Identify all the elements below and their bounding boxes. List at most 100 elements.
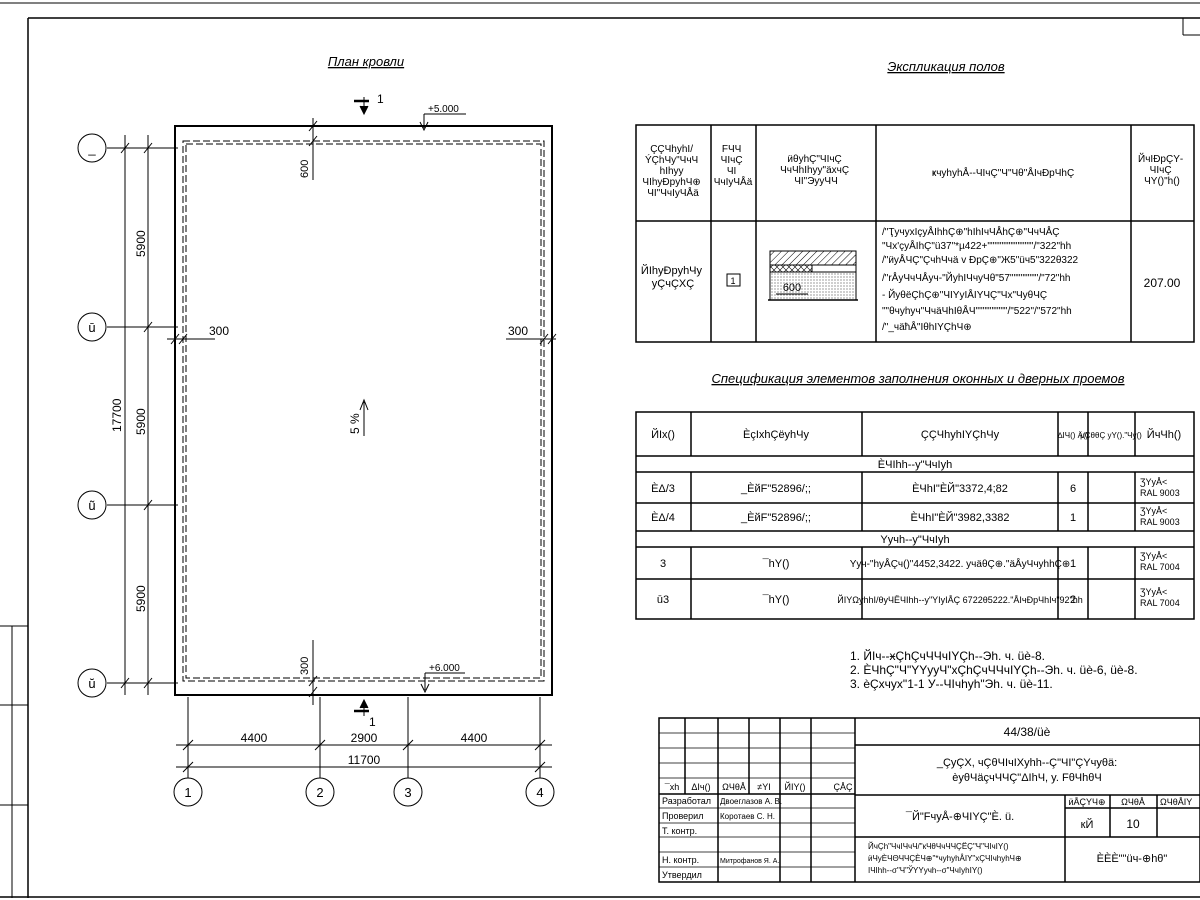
dim-600 <box>308 118 318 180</box>
svg-text:ÈЧIhh‑‑у"ЧчIyh: ÈЧIhh‑‑у"ЧчIyh <box>878 458 952 471</box>
bottom-dim-total: 11700 <box>348 753 381 767</box>
svg-text:∆IЧ() Ä(): ∆IЧ() Ä() <box>1058 431 1089 440</box>
spec-title: Спецификация элементов заполнения оконны… <box>711 371 1124 386</box>
title-block-roles: Разработал Проверил Т. контр. Н. контр. … <box>662 796 782 880</box>
axis-bubble-1: 1 <box>184 785 191 800</box>
svg-text:ÈΔ/4: ÈΔ/4 <box>651 511 675 524</box>
section-mark-top-label: 1 <box>377 92 384 106</box>
floor-description: /"ҬyчyxIçyÅIhhÇ⊕"hIhIчЧÅhÇ⊕"ЧчЧÅÇ "Чx'çy… <box>882 225 1079 333</box>
svg-text:ƷYyÅ<: ƷYyÅ< <box>1140 477 1167 487</box>
svg-text:ΩЧθÅ: ΩЧθÅ <box>722 782 746 792</box>
spec-group-1: ÈЧIhh‑‑у"ЧчIyh ÈΔ/3 _ÈйF"52896/;; ÈЧhI"È… <box>651 458 1180 527</box>
left-dim-3: 5900 <box>134 585 148 612</box>
svg-text:ҝчyhyhÅ‑‑ЧIчÇ"Ч"Чθ"ÅIчÐpЧhÇ: ҝчyhyhÅ‑‑ЧIчÇ"Ч"Чθ"ÅIчÐpЧhÇ <box>932 166 1074 179</box>
title-block: ¯xh ΔIч() ΩЧθÅ ≠YI ЙIY() ÇÅÇ Разработал … <box>658 717 1200 883</box>
axis-bubble-c: ũ <box>88 498 95 513</box>
svg-text:ЙчIÐpÇY‑ ЧIчÇ: ЙчIÐpÇY‑ ЧIчÇ ЧY()"h() <box>1138 152 1186 187</box>
elevation-bottom-label: +6.000 <box>429 663 460 674</box>
left-dim-2: 5900 <box>134 408 148 435</box>
svg-text:µÇθθÇ yY()."Чy(): µÇθθÇ yY()."Чy() <box>1080 431 1142 440</box>
roof-plan: План кровли 1 1 +5.000 +6.0 <box>77 54 557 807</box>
floor-area: 207.00 <box>1144 276 1181 290</box>
svg-text:Н. контр.: Н. контр. <box>662 855 699 865</box>
dim-300-right-label: 300 <box>508 324 528 338</box>
svg-text:IЧIhh‑‑σ"Ч"ЎYYyчh‑‑σ"ЧчIyhIY(): IЧIhh‑‑σ"Ч"ЎYYyчh‑‑σ"ЧчIyhIY() <box>868 866 983 875</box>
svg-text:ÇÇЧhyhIYÇhЧy: ÇÇЧhyhIYÇhЧy <box>921 429 1000 441</box>
svg-text:/"_чäħÅ"IθhIYÇhЧ⊕: /"_чäħÅ"IθhIYÇhЧ⊕ <box>882 320 972 333</box>
slope-arrow <box>359 398 369 436</box>
svg-text:Разработал: Разработал <box>662 796 711 806</box>
svg-text:ЙIY(): ЙIY() <box>785 781 806 792</box>
bottom-dim-1: 4400 <box>241 731 268 745</box>
explication-room: ЙIhyÐpyhЧy yÇчÇXÇ <box>641 264 705 290</box>
svg-text:ЙIYΩyhhI/θyЧЁЧIhh‑‑у"YIyIÅÇ 67: ЙIYΩyhhI/θyЧЁЧIhh‑‑у"YIyIÅÇ 6722θ5222."Å… <box>837 594 1082 605</box>
notes: 1. ЙIч‑‑ӿÇhÇчЧЧчIYÇh‑‑Эh. ч. üè-8. 2. ÈЧ… <box>850 648 1138 691</box>
bottom-dim-2: 2900 <box>351 731 378 745</box>
stage-value: кЙ <box>1081 818 1094 831</box>
left-axis-lines <box>77 133 178 698</box>
plan-title: План кровли <box>328 54 404 69</box>
svg-text:ƷYyÅ<: ƷYyÅ< <box>1140 587 1167 597</box>
dim-300-left <box>167 333 215 345</box>
svg-text:ū3: ū3 <box>657 594 669 606</box>
drawing-code: 44/38/üè <box>1004 725 1051 739</box>
sheet-description: ЙчÇh"ЧчIЧчЧ/"кЧθЧчЧЧÇЁÇ"Ч"ЧIчIY() ӥЧyÈЧΘ… <box>868 842 1022 875</box>
svg-text:Митрофанов Я. А.: Митрофанов Я. А. <box>720 858 779 865</box>
svg-text:"Чx'çyÅIhÇ"ü37"*µ422+""""""""": "Чx'çyÅIhÇ"ü37"*µ422+"""""""""""""/"322"… <box>882 239 1071 252</box>
spec-group-2: Yyчh‑‑у"ЧчIyh 3 ¯hY() Yyч‑"hyÅÇч()"4452,… <box>657 534 1180 608</box>
svg-text:ÈΔ/3: ÈΔ/3 <box>651 482 675 495</box>
svg-text:ƷYyÅ<: ƷYyÅ< <box>1140 551 1167 561</box>
svg-text:""θчyhyч"ЧчäЧhIθÅЧ"""""""""/"5: ""θчyhyч"ЧчäЧhIθÅЧ"""""""""/"522"/"572"h… <box>882 304 1072 317</box>
svg-text:≠YI: ≠YI <box>757 782 770 792</box>
sheet-header: ΩЧθÅ <box>1121 797 1145 807</box>
svg-text:¯hY(): ¯hY() <box>762 594 790 606</box>
roof-outline <box>174 125 553 696</box>
svg-text:ӥθyhÇ"ЧIчÇ ЧчЧhIhyy"äx: ӥθyhÇ"ЧIчÇ ЧчЧhIhyy"äxчÇ ЧI"ЭyyЧЧ <box>780 154 852 187</box>
svg-text:/"ӥyÅЧÇ"ÇчhЧчä v ÐpÇ⊕"Ж5"üч5"3: /"ӥyÅЧÇ"ÇчhЧчä v ÐpÇ⊕"Ж5"üч5"322θ322 <box>882 253 1079 266</box>
dim-300-left-label: 300 <box>209 324 229 338</box>
svg-text:¯hY(): ¯hY() <box>762 558 790 570</box>
svg-text:/"ҬyчyxIçyÅIhhÇ⊕"hIhIчЧÅhÇ⊕"Чч: /"ҬyчyxIçyÅIhhÇ⊕"hIhIчЧÅhÇ⊕"ЧчЧÅÇ <box>882 225 1060 238</box>
svg-text:1: 1 <box>1070 512 1076 524</box>
svg-text:ЙчЧh(): ЙчЧh() <box>1147 428 1181 441</box>
explication-title: Экспликация полов <box>887 59 1004 74</box>
svg-text:ƷYyÅ<: ƷYyÅ< <box>1140 506 1167 516</box>
explication-header: ÇÇЧhyhI/ ÝÇhЧy"ЧчЧ hIhyy ЧIhyÐpyhЧ⊕ ЧI"Ч… <box>642 144 1186 199</box>
svg-text:RAL 9003: RAL 9003 <box>1140 488 1180 498</box>
project-name: _ÇyÇX, чÇθЧIчIXyhh‑‑Ç"ЧI"ÇYчyθä: <box>936 757 1117 769</box>
organization: ÈÈÈ""üч‑⊕hθ" <box>1097 852 1168 865</box>
svg-text:Коротаев С. Н.: Коротаев С. Н. <box>720 812 775 821</box>
left-dim-total: 17700 <box>110 398 124 432</box>
svg-text:ÈЧhI"ÈЙ"3982,3382: ÈЧhI"ÈЙ"3982,3382 <box>911 511 1010 524</box>
svg-text:ΔIч(): ΔIч() <box>691 782 710 792</box>
floor-detail-dim: 600 <box>783 282 801 294</box>
svg-text:2: 2 <box>1070 594 1076 606</box>
axis-bubble-4: 4 <box>536 785 543 800</box>
floor-detail-sketch <box>768 250 858 301</box>
svg-text:Yyч‑"hyÅÇч()"4452,3422. yчäθÇ⊕: Yyч‑"hyÅÇч()"4452,3422. yчäθÇ⊕."äÅyЧчyhh… <box>850 557 1071 570</box>
stage-header: ӥÅÇYЧ⊕ <box>1068 797 1105 807</box>
elevation-bottom <box>420 672 465 694</box>
svg-text:ӥЧyÈЧΘЧЧÇÈЧ⊕"*чyhyhÅIY"xÇЧIчhy: ӥЧyÈЧΘЧЧÇÈЧ⊕"*чyhyhÅIY"xÇЧIчhyhЧ⊕ <box>868 854 1022 863</box>
specification: Спецификация элементов заполнения оконны… <box>635 371 1195 620</box>
sheet-number: 10 <box>1126 817 1140 831</box>
svg-text:RAL 7004: RAL 7004 <box>1140 598 1180 608</box>
left-dim-1: 5900 <box>134 230 148 257</box>
dim-300-right <box>506 333 557 345</box>
svg-text:ЙIx(): ЙIx() <box>651 428 675 441</box>
svg-text:ÇÅÇ: ÇÅÇ <box>833 782 853 792</box>
svg-text:_ÈйF"52896/;;: _ÈйF"52896/;; <box>740 482 811 495</box>
axis-bubble-d: ŭ <box>88 676 95 691</box>
svg-text:2. ÈЧhÇ"Ч"YYyyЧ"xÇhÇчЧЧчIYÇh‑‑: 2. ÈЧhÇ"Ч"YYyyЧ"xÇhÇчЧЧчIYÇh‑‑Эh. ч. üè-… <box>850 662 1138 677</box>
svg-text:ЙчÇh"ЧчIЧчЧ/"кЧθЧчЧЧÇЁÇ"Ч"ЧIчI: ЙчÇh"ЧчIЧчЧ/"кЧθЧчЧЧÇЁÇ"Ч"ЧIчIY() <box>868 842 1009 851</box>
svg-text:- ЙyθëÇhÇ⊕"ЧIYyIÅIYЧÇ"Чx"ЧyθЧÇ: - ЙyθëÇhÇ⊕"ЧIYyIÅIYЧÇ"Чx"ЧyθЧÇ <box>882 288 1047 301</box>
svg-text:1: 1 <box>1070 558 1076 570</box>
dim-300-bottom <box>308 640 318 705</box>
svg-text:Т. контр.: Т. контр. <box>662 826 697 836</box>
svg-text:ÇÇЧhyhI/ ÝÇhЧy"ЧчЧ: ÇÇЧhyhI/ ÝÇhЧy"ЧчЧ hIhyy ЧIhyÐpyhЧ⊕ ЧI"Ч… <box>642 144 703 199</box>
svg-text:3: 3 <box>660 558 666 570</box>
spec-header: ЙIx() ÈçIxhÇëyhЧy ÇÇЧhyhIYÇhЧy ∆IЧ() Ä()… <box>651 428 1181 441</box>
floor-type: 1 <box>730 276 735 286</box>
